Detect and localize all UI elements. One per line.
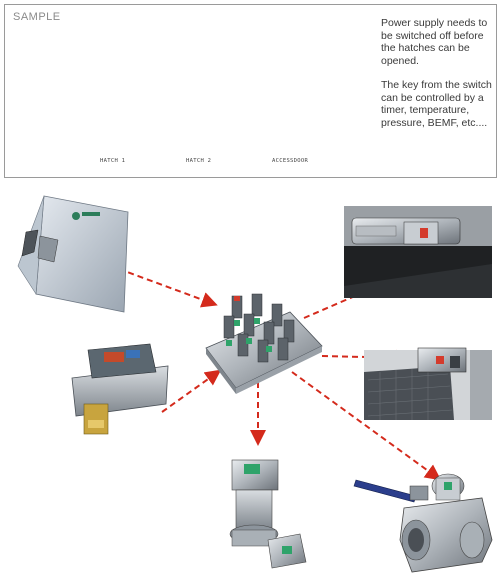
- sample-label: SAMPLE: [13, 11, 61, 23]
- enclosure-switch: [17, 195, 129, 313]
- hatch-1-label: HATCH 1: [100, 158, 126, 164]
- ball-valve: [353, 473, 493, 573]
- access-door-label: ACCESSDOOR: [272, 158, 309, 164]
- hatch-2-label: HATCH 2: [186, 158, 212, 164]
- valve-actuator: [229, 459, 307, 569]
- note-key-control: The key from the switch can be controlle…: [381, 79, 492, 129]
- explanation-note: Power supply needs to be switched off be…: [381, 17, 496, 141]
- gate-lock-photo: [364, 347, 492, 420]
- note-power-supply: Power supply needs to be switched off be…: [381, 17, 488, 67]
- key-exchange-cluster: [205, 293, 323, 394]
- motor-panel: [71, 343, 169, 435]
- sample-panel: SAMPLE: [4, 4, 497, 178]
- door-lock-photo: [344, 206, 492, 298]
